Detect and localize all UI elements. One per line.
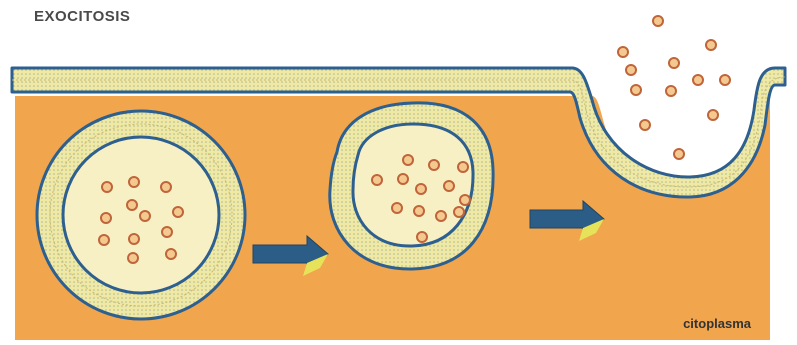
vesicle-2 (330, 103, 493, 269)
diagram-title: EXOCITOSIS (34, 8, 130, 25)
vesicle-1 (37, 111, 245, 319)
cytoplasm-label: citoplasma (683, 316, 751, 331)
